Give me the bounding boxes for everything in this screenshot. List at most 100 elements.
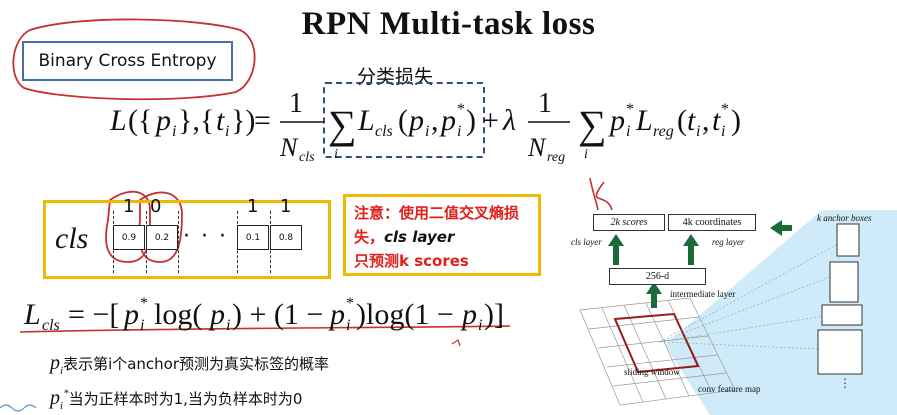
svg-text:)log(1 −: )log(1 − — [356, 298, 454, 331]
note-text-1: 注意：使用二值交叉熵损失， — [354, 204, 520, 246]
svg-text:p: p — [407, 104, 424, 137]
note-text-4: k scores — [399, 252, 469, 270]
svg-text:i: i — [226, 317, 230, 334]
cls-layer-label: cls layer — [571, 237, 602, 247]
more-dots: ⋮ — [839, 376, 851, 390]
svg-text:i: i — [721, 123, 725, 140]
classification-loss-dashed-box — [323, 82, 485, 158]
multitask-loss-formula: L ({ p i },{ t i }) = 1 N cls ∑ i L cls … — [110, 88, 741, 165]
scores-box: 2k scores — [593, 214, 665, 231]
svg-text:L: L — [357, 104, 375, 137]
bce-oval — [12, 18, 256, 101]
formula-underline — [19, 325, 511, 333]
svg-text:i: i — [225, 123, 229, 140]
label-digit-4: 1 — [280, 196, 292, 217]
desc-pi-star-text: 当为正样本时为1,当为负样本时为0 — [68, 390, 303, 408]
flow-arrows — [608, 220, 792, 308]
cls-loss-formula: L cls = −[ p i * log( p i ) + (1 − p i *… — [23, 295, 504, 334]
divider-3 — [178, 211, 179, 273]
svg-text:t: t — [712, 104, 721, 137]
svg-text:},{: },{ — [178, 104, 214, 137]
tick-mark — [451, 339, 461, 347]
svg-text:log(: log( — [154, 298, 202, 331]
svg-text:(: ( — [677, 104, 687, 137]
note-text-3: 只预测 — [354, 252, 400, 270]
svg-text:*: * — [346, 295, 354, 312]
svg-text:}): }) — [231, 104, 255, 137]
svg-text:i: i — [334, 147, 338, 162]
svg-text:({: ({ — [128, 104, 152, 137]
label-digit-3: 1 — [247, 196, 259, 217]
pi-symbol: pi — [50, 352, 64, 377]
rpn-diagram: ⋮ — [579, 210, 897, 415]
svg-text:p: p — [460, 298, 477, 331]
svg-text:1: 1 — [289, 88, 303, 119]
svg-text:L: L — [635, 104, 653, 137]
svg-text:p: p — [208, 298, 225, 331]
svg-text:N: N — [527, 133, 547, 162]
svg-text:p: p — [328, 298, 345, 331]
anchor-boxes-label: k anchor boxes — [817, 213, 872, 223]
score-cell: 0.9 — [113, 225, 145, 250]
svg-text:*: * — [721, 101, 729, 118]
desc-pi: pi表示第i个anchor预测为真实标签的概率 — [50, 352, 329, 377]
svg-text:t: t — [216, 104, 225, 137]
label-digit-2: 0 — [150, 196, 162, 217]
slide-title: RPN Multi-task loss — [301, 6, 596, 42]
svg-text:cls: cls — [375, 123, 393, 140]
svg-text:i: i — [425, 123, 429, 140]
svg-text:*: * — [457, 101, 465, 118]
svg-text:*: * — [626, 101, 634, 118]
coords-box: 4k coordinates — [668, 214, 756, 231]
svg-text:λ: λ — [502, 104, 516, 137]
svg-text:p: p — [439, 104, 456, 137]
svg-text:i: i — [346, 317, 350, 334]
svg-text:reg: reg — [653, 123, 674, 140]
svg-text:,: , — [702, 104, 710, 137]
svg-text:p: p — [608, 104, 625, 137]
scores-text: 2k scores — [610, 217, 648, 228]
svg-text:i: i — [478, 317, 482, 334]
svg-text:)]: )] — [484, 298, 504, 331]
svg-text:) + (1 −: ) + (1 − — [232, 298, 323, 331]
k-scribble — [589, 177, 613, 211]
svg-text:i: i — [626, 123, 630, 140]
note-box: 注意：使用二值交叉熵损失，cls layer 只预测k scores — [343, 194, 541, 276]
svg-text:L: L — [23, 298, 41, 331]
label-digit-1: 1 — [123, 196, 135, 217]
svg-text:(: ( — [398, 104, 408, 137]
sliding-window-box — [613, 312, 700, 374]
coords-text: 4k coordinates — [682, 217, 742, 228]
svg-text:p: p — [154, 104, 171, 137]
svg-text:=: = — [254, 104, 271, 137]
svg-text:): ) — [731, 104, 741, 137]
bce-label: Binary Cross Entropy — [22, 41, 233, 81]
conv-feature-map-label: conv feature map — [698, 384, 761, 394]
svg-text:reg: reg — [547, 150, 565, 165]
svg-text:cls: cls — [42, 317, 60, 334]
svg-text:L: L — [110, 104, 127, 137]
sliding-window-label: sliding window — [624, 367, 680, 377]
pi-star-symbol: pi* — [50, 387, 69, 412]
cls-label: cls — [55, 222, 89, 255]
svg-text:i: i — [457, 123, 461, 140]
score-cell: 0.1 — [237, 225, 269, 250]
desc-pi-text: 表示第i个anchor预测为真实标签的概率 — [63, 355, 330, 373]
score-cell: 0.8 — [270, 225, 302, 250]
reg-layer-label: reg layer — [712, 237, 745, 247]
cls-output-box — [43, 200, 331, 279]
d256-box: 256-d — [609, 268, 706, 285]
svg-text:= −[: = −[ — [68, 298, 119, 331]
svg-text:+: + — [482, 104, 499, 137]
anchor-rays — [659, 239, 846, 351]
svg-text:t: t — [687, 104, 696, 137]
svg-text:cls: cls — [299, 150, 315, 165]
svg-text:1: 1 — [538, 88, 552, 119]
svg-text:p: p — [122, 298, 139, 331]
anchor-boxes — [817, 223, 863, 375]
svg-text:i: i — [172, 123, 176, 140]
intermediate-layer-label: intermediate layer — [670, 289, 736, 299]
score-cell: 0.2 — [146, 225, 178, 250]
svg-text:i: i — [140, 317, 144, 334]
d256-text: 256-d — [645, 271, 670, 282]
